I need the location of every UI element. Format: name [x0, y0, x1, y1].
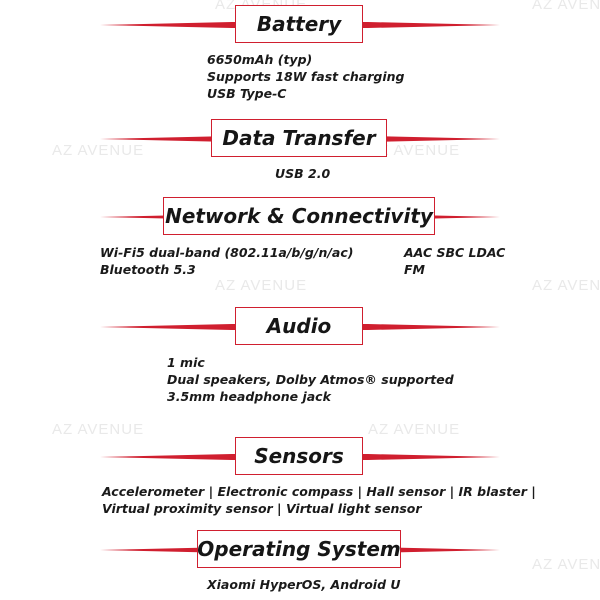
spec-line: 6650mAh (typ): [207, 52, 313, 67]
spec-line: 3.5mm headphone jack: [167, 389, 331, 404]
spec-line: Accelerometer | Electronic compass | Hal…: [102, 484, 536, 499]
spec-line: Bluetooth 5.3: [100, 262, 196, 277]
sensors-title: Sensors: [254, 444, 344, 468]
os-specs: Xiaomi HyperOS, Android U: [207, 576, 401, 593]
spec-line: AAC SBC LDAC: [404, 245, 506, 260]
network-title: Network & Connectivity: [165, 204, 433, 228]
data-transfer-title-box: Data Transfer: [211, 119, 387, 157]
network-title-box: Network & Connectivity: [163, 197, 435, 235]
spec-line: Wi-Fi5 dual-band (802.11a/b/g/n/ac): [100, 245, 354, 260]
network-specs-right: AAC SBC LDAC FM: [404, 244, 505, 278]
battery-specs: 6650mAh (typ) Supports 18W fast charging…: [207, 51, 404, 102]
sensors-specs: Accelerometer | Electronic compass | Hal…: [102, 483, 536, 517]
watermark: AZ AVENUE: [368, 142, 461, 159]
spec-line: FM: [404, 262, 425, 277]
os-title-box: Operating System: [197, 530, 401, 568]
spec-line: Dual speakers, Dolby Atmos® supported: [167, 372, 454, 387]
watermark: AZ AVENUE: [532, 556, 600, 573]
spec-line: Xiaomi HyperOS, Android U: [207, 577, 401, 592]
data-transfer-title: Data Transfer: [222, 126, 376, 150]
watermark: AZ AVENUE: [532, 277, 600, 294]
data-transfer-specs: USB 2.0: [275, 165, 330, 182]
battery-title: Battery: [256, 12, 342, 36]
spec-line: USB Type-C: [207, 86, 287, 101]
spec-line: Supports 18W fast charging: [207, 69, 405, 84]
os-title: Operating System: [197, 537, 401, 561]
os-header: Operating System: [0, 530, 600, 570]
battery-header: Battery: [0, 5, 600, 45]
watermark: AZ AVENUE: [52, 142, 145, 159]
audio-title: Audio: [266, 314, 332, 338]
data-transfer-header: Data Transfer: [0, 119, 600, 159]
watermark: AZ AVENUE: [532, 0, 600, 13]
spec-line: Virtual proximity sensor | Virtual light…: [102, 501, 422, 516]
spec-line: 1 mic: [167, 355, 205, 370]
audio-header: Audio: [0, 307, 600, 347]
sensors-header: Sensors: [0, 437, 600, 477]
audio-specs: 1 mic Dual speakers, Dolby Atmos® suppor…: [167, 354, 454, 405]
watermark: AZ AVENUE: [215, 277, 308, 294]
watermark: AZ AVENUE: [368, 421, 461, 438]
network-specs-left: Wi-Fi5 dual-band (802.11a/b/g/n/ac) Blue…: [100, 244, 353, 278]
audio-title-box: Audio: [235, 307, 363, 345]
battery-title-box: Battery: [235, 5, 363, 43]
watermark: AZ AVENUE: [52, 421, 145, 438]
network-header: Network & Connectivity: [0, 197, 600, 237]
sensors-title-box: Sensors: [235, 437, 363, 475]
spec-line: USB 2.0: [275, 166, 331, 181]
